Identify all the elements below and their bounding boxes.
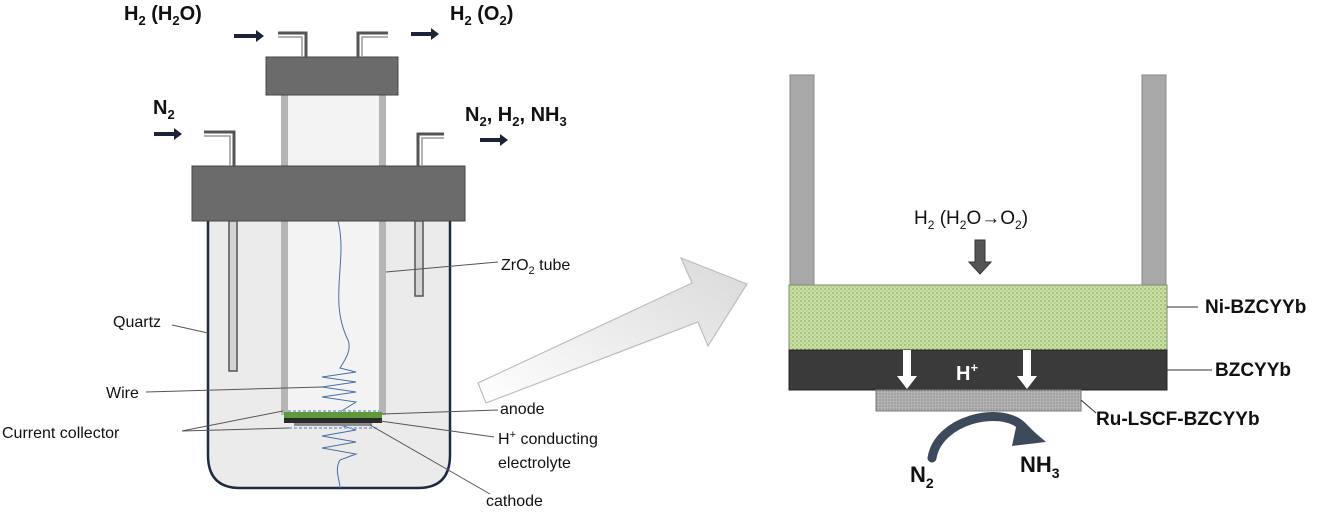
label-anode: anode	[500, 401, 545, 418]
leader-collector-a	[181, 410, 284, 432]
leader-ru-lscf	[1080, 399, 1097, 414]
reactor-assembly: H2 (H2O) H2 (O2) N2 N2, H2, NH3 ZrO2 tub…	[2, 3, 598, 510]
label-proton: H+	[956, 360, 978, 385]
zro2-tube-left-wall	[281, 95, 288, 415]
inner-outlet-pipe	[414, 220, 424, 297]
electrolyte-layer	[284, 418, 382, 423]
top-flange	[265, 56, 399, 96]
leader-quartz	[171, 324, 209, 334]
label-quartz: Quartz	[113, 314, 161, 331]
ni-bzcyyb-layer	[788, 284, 1168, 351]
leader-electrolyte	[379, 420, 495, 438]
side-outlet-pipe-inner	[421, 137, 444, 166]
closeup-tube-right	[1141, 74, 1167, 286]
label-gas-out-top: H2 (O2)	[450, 3, 513, 28]
zro2-tube-interior	[288, 95, 379, 413]
leader-zro2	[385, 261, 499, 273]
leader-anode	[381, 409, 499, 415]
arrow-side-outlet-icon	[480, 134, 508, 146]
wire-lower	[321, 424, 358, 489]
label-electrolyte-line1: H+ conducting	[498, 429, 598, 448]
label-gas-out-side: N2, H2, NH3	[465, 104, 567, 129]
label-product: NH3	[1020, 452, 1060, 481]
main-flange	[191, 165, 466, 222]
label-ru-lscf-bzcyyb: Ru-LSCF-BZCYYb	[1096, 409, 1260, 430]
inner-inlet-pipe	[228, 220, 238, 372]
label-electrolyte-line2: electrolyte	[498, 455, 571, 472]
side-inlet-pipe	[204, 130, 236, 166]
top-inlet-pipe	[278, 31, 308, 57]
reaction-curve-arrowhead-icon	[1012, 418, 1046, 446]
side-inlet-pipe-inner	[204, 135, 231, 166]
label-wire: Wire	[106, 385, 139, 402]
zro2-tube-right-wall	[379, 95, 386, 415]
arrow-top-inlet-icon	[234, 30, 264, 42]
wire-upper	[321, 220, 358, 413]
leader-wire	[145, 386, 323, 393]
label-bzcyyb: BZCYYb	[1215, 360, 1291, 381]
proton-arrow-right-icon	[1017, 350, 1037, 389]
leader-collector-b	[181, 427, 290, 432]
label-current-collector: Current collector	[2, 425, 120, 442]
zoom-arrow-icon	[477, 256, 748, 404]
top-outlet-pipe	[356, 31, 388, 57]
side-outlet-pipe	[416, 132, 444, 166]
top-outlet-pipe-inner	[361, 36, 388, 57]
proton-arrow-left-icon	[897, 350, 917, 389]
top-inlet-pipe-inner	[278, 36, 303, 57]
bzcyyb-layer	[788, 349, 1168, 391]
label-ni-bzcyyb: Ni-BZCYYb	[1205, 297, 1306, 318]
cell-closeup: H2 (H2O→O2) H+ Ni-BZCYYb BZCYYb Ru-LSCF-…	[788, 74, 1306, 491]
label-reactant: N2	[910, 462, 934, 491]
label-gas-in-top: H2 (H2O)	[124, 3, 202, 28]
anode-layer	[284, 412, 382, 418]
label-gas-in-side: N2	[153, 97, 175, 122]
feed-down-arrow-icon	[967, 239, 993, 275]
arrow-side-inlet-icon	[154, 128, 182, 140]
label-feed: H2 (H2O→O2)	[914, 208, 1028, 232]
leader-cathode	[369, 424, 491, 495]
ru-lscf-bzcyyb-layer	[875, 389, 1082, 412]
closeup-tube-left	[789, 74, 815, 286]
arrow-top-outlet-icon	[411, 28, 439, 40]
cathode-layer	[294, 423, 372, 426]
label-zro2-tube: ZrO2 tube	[501, 257, 570, 277]
label-cathode: cathode	[486, 493, 543, 510]
